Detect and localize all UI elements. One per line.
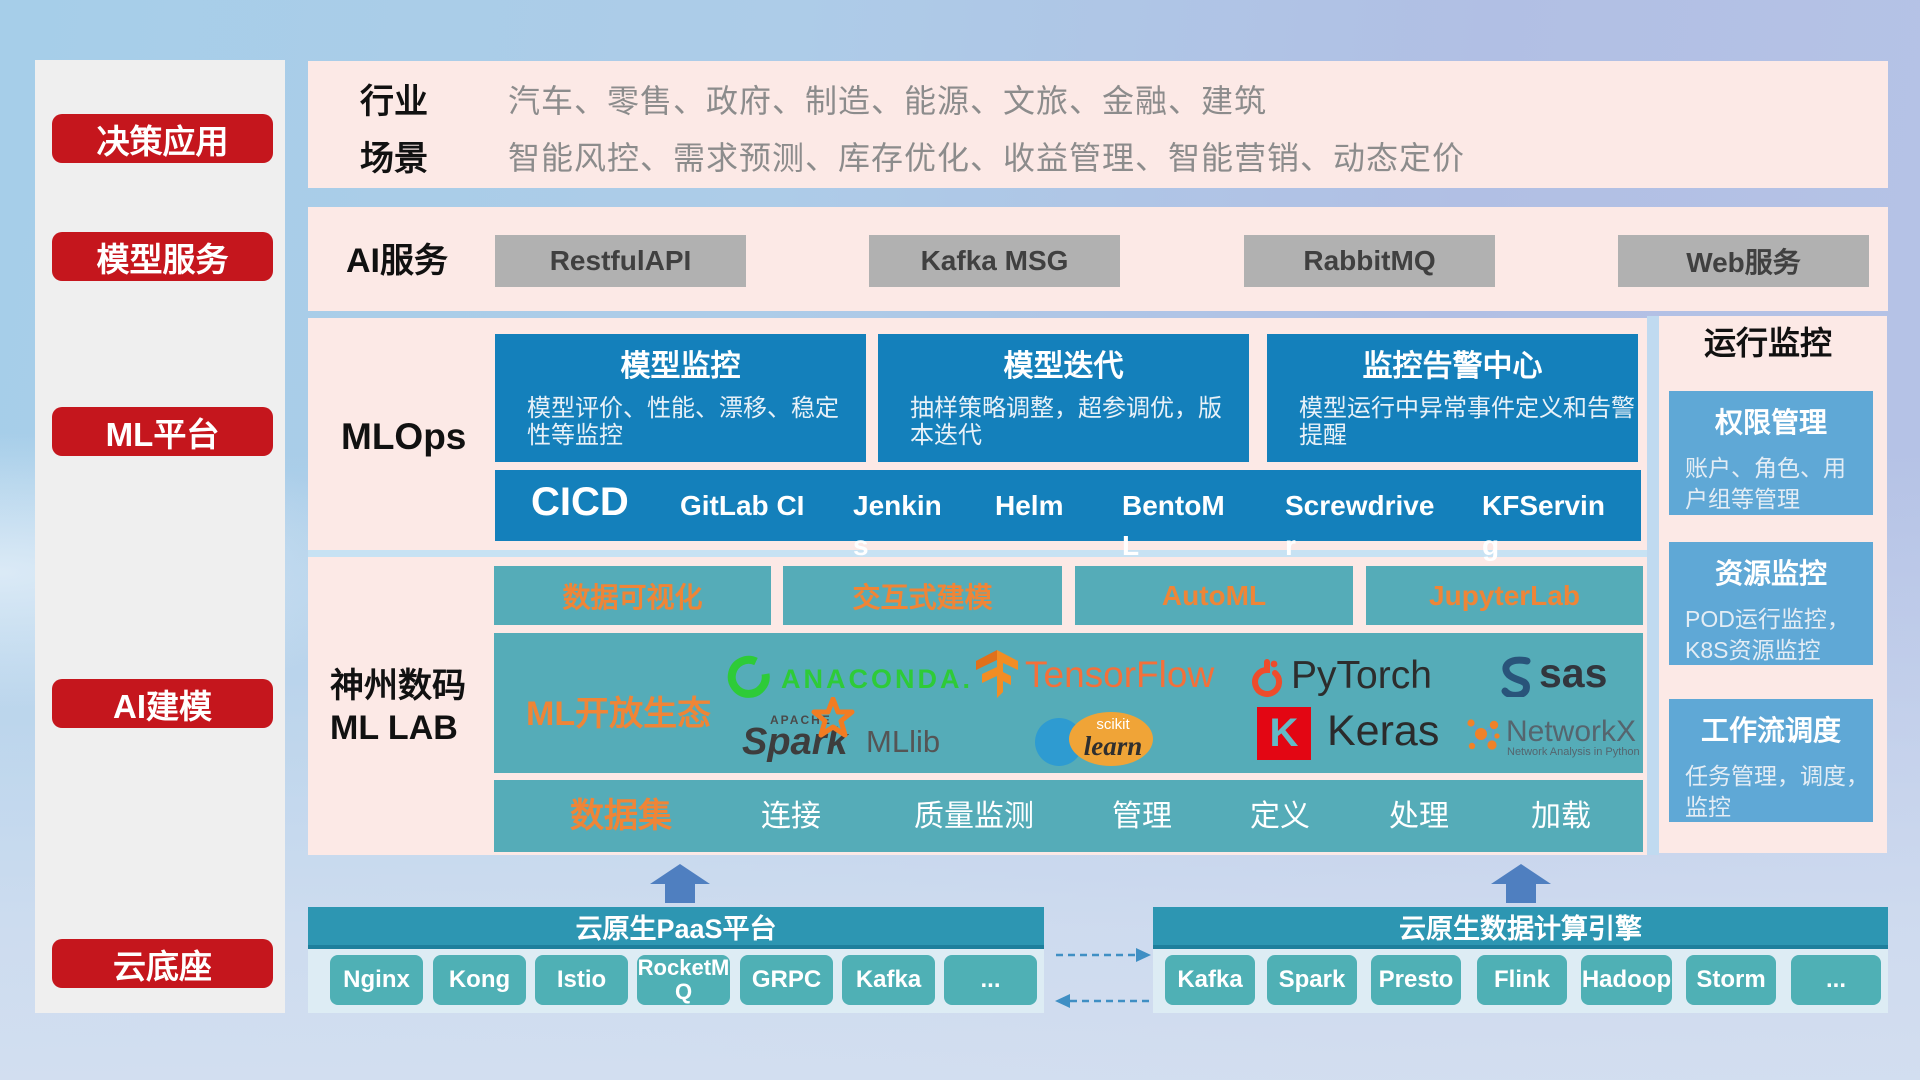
svg-text:learn: learn <box>1084 731 1143 761</box>
svg-text:scikit: scikit <box>1096 716 1130 733</box>
